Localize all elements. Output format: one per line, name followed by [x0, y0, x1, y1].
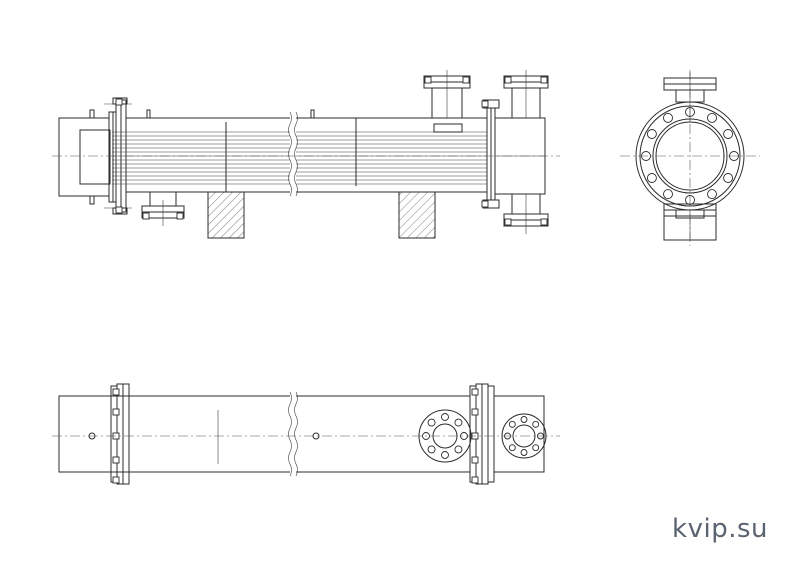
bolt: [504, 218, 512, 226]
bolt-hole: [532, 420, 540, 428]
bolt: [540, 76, 548, 84]
side-view: [620, 70, 760, 246]
bolt: [504, 76, 512, 84]
bolt: [540, 218, 548, 226]
bolt: [112, 456, 120, 464]
bolt: [462, 76, 470, 84]
bolt-hole: [723, 129, 734, 139]
bolt: [112, 476, 120, 484]
bolt-hole: [663, 112, 673, 123]
bolt-hole: [441, 413, 449, 421]
front-view: [52, 70, 560, 239]
top-view: [52, 383, 560, 485]
bolt-hole: [520, 416, 528, 423]
bolt: [471, 456, 479, 464]
bolt-hole: [508, 420, 516, 428]
bolt-hole: [520, 449, 528, 456]
saddle-supports: [207, 191, 436, 239]
bolt: [424, 76, 432, 84]
watermark-logo: kvip.su: [672, 514, 768, 544]
right-head: [494, 70, 549, 234]
tube-bundle: [112, 131, 487, 185]
bolt-hole: [532, 444, 540, 452]
bolt: [176, 212, 184, 220]
bolt-hole: [663, 189, 673, 200]
bolt-hole: [508, 444, 516, 452]
bolt-hole: [646, 173, 657, 183]
bolt: [481, 200, 489, 208]
bolt: [481, 100, 489, 108]
bolt-hole: [441, 451, 449, 459]
bolt-hole: [707, 189, 717, 200]
bolt-hole: [427, 418, 436, 427]
shell-body: [112, 109, 487, 197]
bolt-hole: [427, 445, 436, 454]
bolt: [115, 206, 123, 214]
bolt: [112, 408, 120, 416]
bolt-hole: [454, 445, 463, 454]
bolt-hole: [707, 112, 717, 123]
bolt: [115, 98, 123, 106]
shell-outlet-nozzle: [141, 191, 185, 226]
left-channel: [58, 109, 111, 205]
flange-bolts: [115, 76, 548, 226]
bolt: [471, 408, 479, 416]
bolt-hole: [723, 173, 734, 183]
bolt: [142, 212, 150, 220]
bolt-hole: [454, 418, 463, 427]
bolt: [112, 388, 120, 396]
bolt: [471, 476, 479, 484]
bolt: [471, 388, 479, 396]
bolt-hole: [646, 129, 657, 139]
shell-inlet-nozzle: [423, 70, 471, 119]
